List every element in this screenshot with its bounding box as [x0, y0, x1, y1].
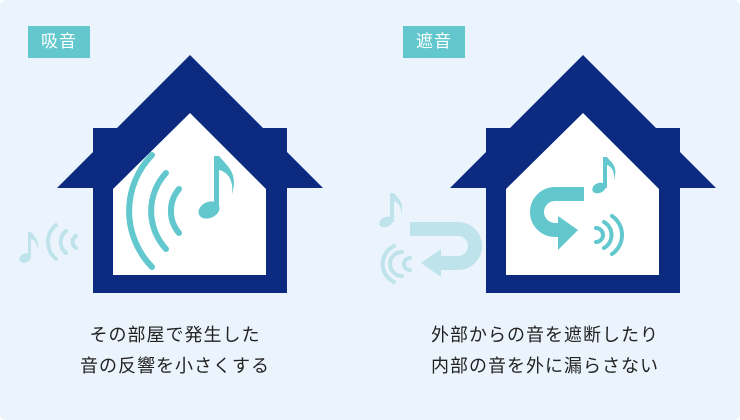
sound-wave-icon	[45, 223, 78, 261]
music-note-icon	[379, 193, 403, 228]
absorption-caption: その部屋で発生した 音の反響を小さくする	[25, 320, 325, 382]
absorption-caption-line-2: 音の反響を小さくする	[80, 356, 270, 377]
sound-wave-icon	[594, 214, 625, 256]
absorption-house	[57, 55, 323, 293]
music-note-icon	[198, 156, 234, 219]
sound-absorption-tag: 吸音	[28, 26, 90, 58]
sound-wave-icon	[126, 152, 182, 270]
insulation-caption: 外部からの音を遮断したり 内部の音を外に漏らさない	[395, 320, 695, 382]
return-arrow-icon	[530, 187, 584, 250]
music-note-icon	[19, 232, 39, 263]
insulation-caption-line-2: 内部の音を外に漏らさない	[431, 356, 659, 377]
absorption-caption-line-1: その部屋で発生した	[89, 325, 261, 346]
insulation-caption-line-1: 外部からの音を遮断したり	[431, 325, 659, 346]
insulation-house	[450, 55, 716, 293]
sound-insulation-tag: 遮音	[403, 26, 465, 58]
music-note-icon	[592, 157, 616, 194]
return-arrow-icon	[410, 222, 482, 277]
sound-wave-icon	[380, 244, 412, 284]
